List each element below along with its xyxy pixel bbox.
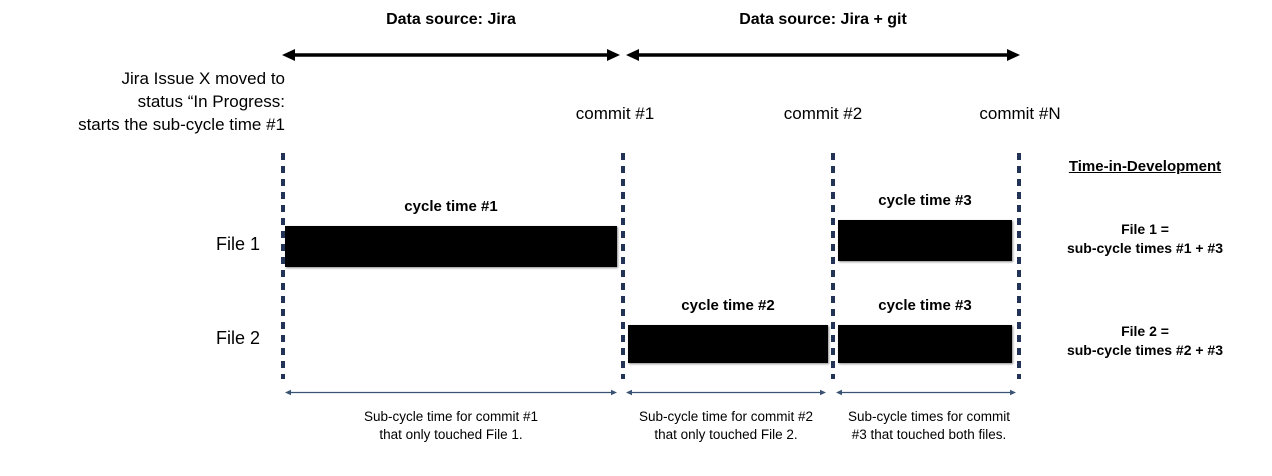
double-headed-arrow-jira-git (626, 47, 1020, 63)
legend-item-file-2-line-2: sub-cycle times #2 + #3 (1066, 341, 1224, 358)
bar-caption-cycle-time-3-file1: cycle time #3 (878, 192, 972, 209)
sub-caption-2-line-2: that only touched File 2. (654, 427, 798, 443)
bar-file2-cycle-time-3 (838, 325, 1012, 363)
sub-caption-3-line-1: Sub-cycle times for commit (847, 409, 1011, 424)
bar-caption-cycle-time-1: cycle time #1 (404, 198, 498, 215)
dashed-divider-commit-1 (621, 153, 625, 379)
row-label-file-1: File 1 (215, 234, 260, 254)
bar-file2-cycle-time-2 (628, 325, 828, 363)
bar-file1-cycle-time-1 (285, 226, 617, 267)
legend-item-file-1: File 1 = sub-cycle times #1 + #3 (1030, 220, 1260, 258)
bar-file1-cycle-time-3 (838, 220, 1012, 261)
sub-caption-3: Sub-cycle times for commit #3 that touch… (834, 408, 1024, 444)
left-note-line-2: status “In Progress: (137, 91, 285, 111)
legend-item-file-1-line-1: File 1 = (1121, 221, 1169, 237)
sub-caption-2-line-1: Sub-cycle time for commit #2 (638, 409, 814, 424)
legend-title: Time-in-Development (1068, 158, 1222, 175)
sub-caption-2: Sub-cycle time for commit #2 that only t… (620, 408, 832, 444)
sub-caption-1-line-1: Sub-cycle time for commit #1 (363, 409, 539, 424)
dashed-divider-commit-2 (831, 153, 835, 379)
sub-caption-3-line-2: #3 that touched both files. (851, 427, 1007, 443)
bar-caption-cycle-time-3-file2: cycle time #3 (878, 297, 972, 314)
legend-item-file-2: File 2 = sub-cycle times #2 + #3 (1030, 322, 1260, 360)
section-label-jira-git: Data source: Jira + git (739, 11, 907, 28)
commit-label-1: commit #1 (575, 104, 655, 123)
measure-arrow-segment-1 (285, 388, 617, 397)
dashed-divider-commit-n (1017, 153, 1021, 379)
measure-arrow-segment-3 (836, 388, 1016, 397)
sub-caption-1-line-2: that only touched File 1. (379, 427, 523, 443)
left-note-line-3: starts the sub-cycle time #1 (78, 114, 285, 134)
left-note-line-1: Jira Issue X moved to (121, 69, 285, 88)
left-note: Jira Issue X moved to status “In Progres… (10, 68, 285, 137)
commit-label-2: commit #2 (783, 104, 863, 123)
row-label-file-2: File 2 (215, 328, 260, 348)
sub-caption-1: Sub-cycle time for commit #1 that only t… (285, 408, 617, 444)
double-headed-arrow-jira (282, 47, 620, 63)
legend-item-file-1-line-2: sub-cycle times #1 + #3 (1066, 239, 1224, 256)
commit-label-n: commit #N (979, 104, 1061, 123)
dashed-divider-start (281, 153, 285, 379)
legend-item-file-2-line-1: File 2 = (1121, 323, 1169, 339)
bar-caption-cycle-time-2: cycle time #2 (681, 297, 775, 314)
section-label-jira: Data source: Jira (386, 11, 516, 28)
measure-arrow-segment-2 (626, 388, 826, 397)
